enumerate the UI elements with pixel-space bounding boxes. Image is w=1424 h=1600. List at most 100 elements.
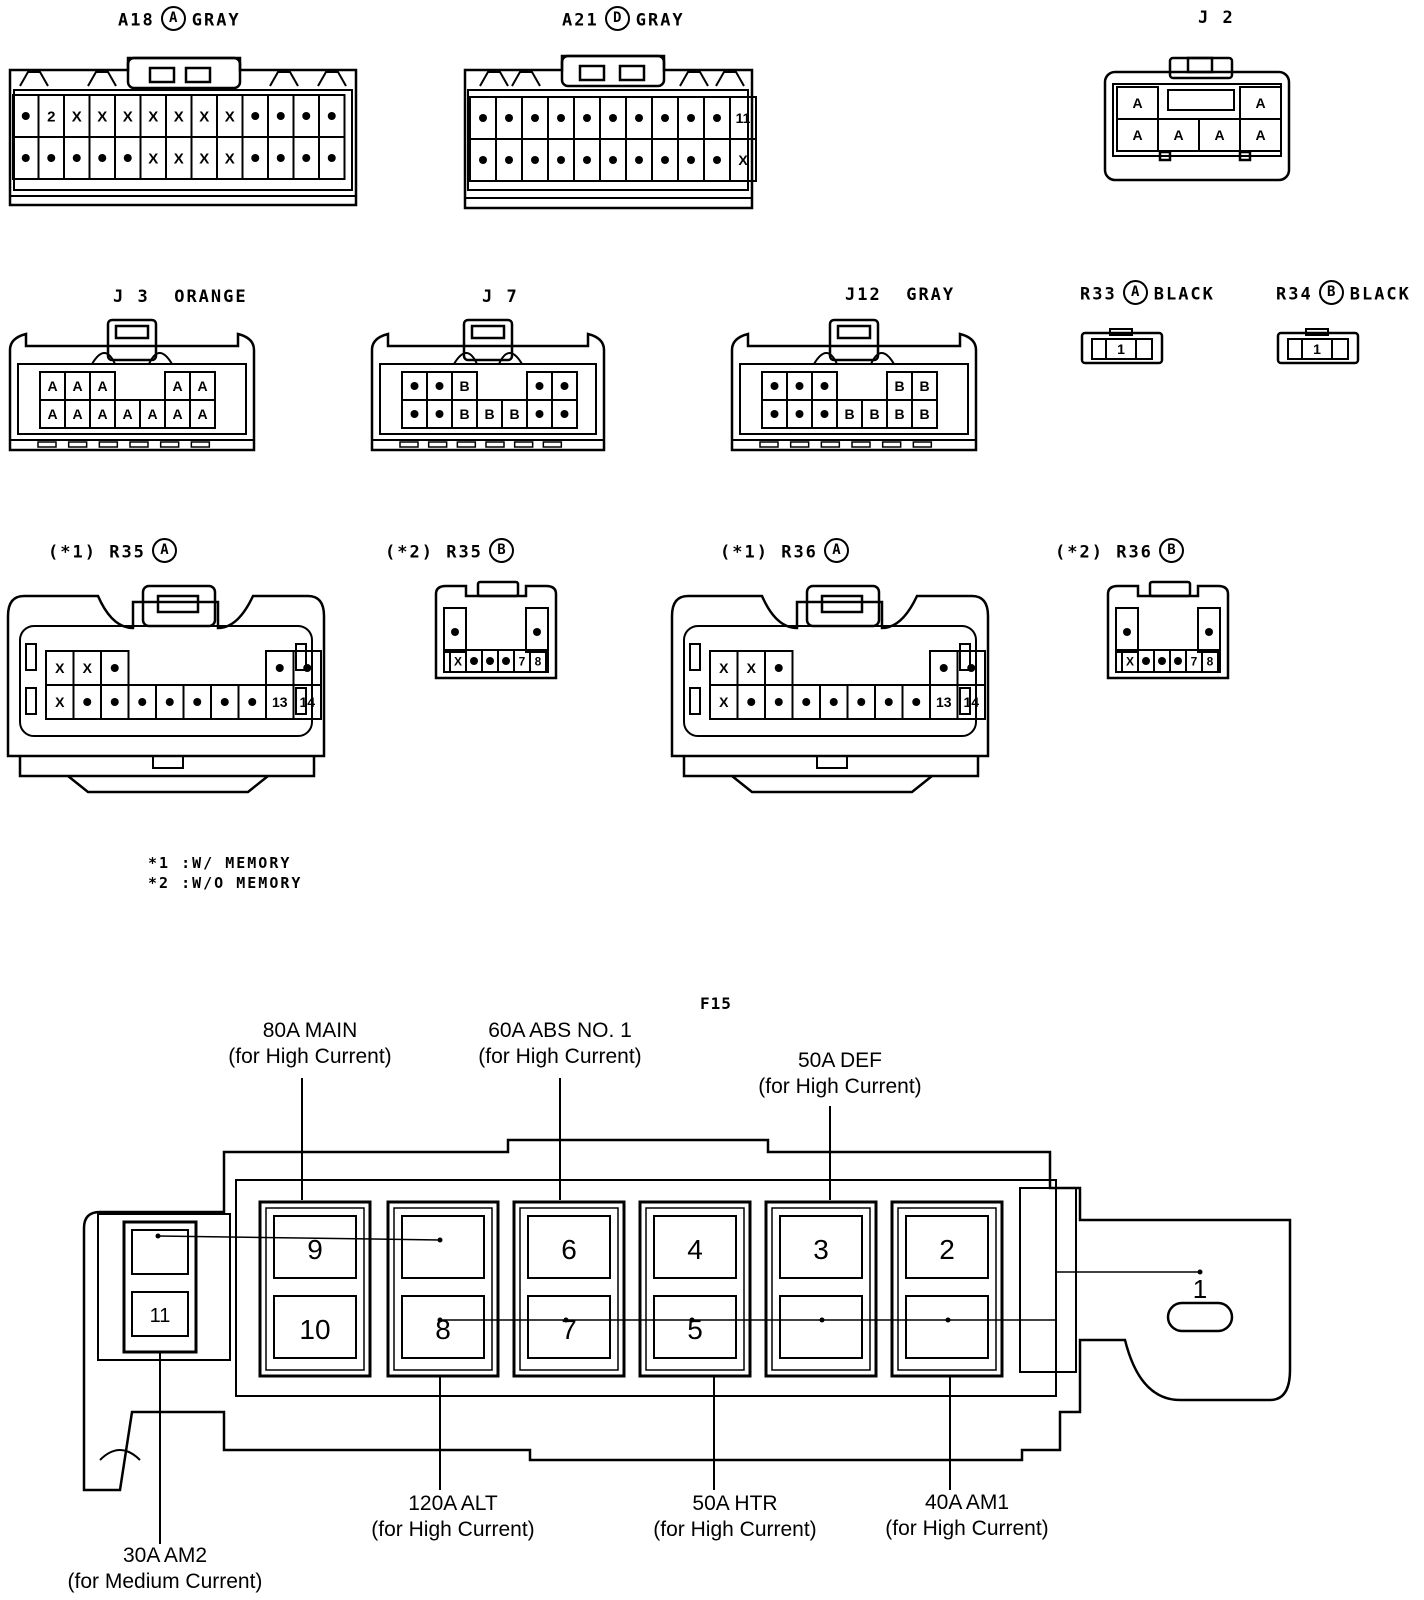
pin-label: X [225,108,235,125]
pin-label: A [1255,127,1265,143]
pin-dot [939,664,948,672]
fuse-slot-11: 11 [122,1220,198,1354]
pin-label: X [199,108,209,125]
pin-label: X [454,654,462,668]
pin-cell [729,138,757,182]
pin-label: 7 [1191,654,1198,668]
fuse-slot: 45 [638,1200,752,1378]
pin-label: A [72,406,82,422]
label-j2: J 2 [1198,8,1235,28]
pin-label: A [1255,95,1265,111]
fuse-number: 3 [813,1234,829,1265]
pin-dot [687,156,695,164]
pin-dot [302,154,311,162]
pin-label: A [97,378,107,394]
pin-dot [138,698,147,706]
pin-cell [189,399,216,429]
pin-label: B [919,406,929,422]
pin-label: A [72,378,82,394]
pin-cell [529,649,547,673]
pin-dot [276,112,285,120]
fuse-label-main: 80A MAIN(for High Current) [228,1019,392,1068]
fuse-number: 4 [687,1234,703,1265]
pin-label: 11 [736,110,751,126]
pin-dot [502,657,510,665]
pin-label: 7 [519,654,526,668]
pin-dot [1142,657,1150,665]
fuse-slot: 8 [386,1200,500,1378]
note-with-memory: *1 :W/ MEMORY [148,854,292,872]
pin-label: A [47,378,57,394]
pin-dot [687,114,695,122]
label-j3: J 3 ORANGE [113,287,248,307]
pin-dot [661,114,669,122]
pin-dot [829,698,838,706]
pin-dot [795,382,804,390]
pin-label: X [123,108,133,125]
pin-dot [661,156,669,164]
pin-dot [535,382,544,390]
pin-label: B [919,378,929,394]
pin-dot [410,410,419,418]
connector-r33: 1 [1080,328,1164,365]
fuse-slot: 910 [258,1200,372,1378]
pin-label: A [197,378,207,394]
pin-dot [857,698,866,706]
pin-label: X [738,152,748,168]
pin-dot [635,114,643,122]
pin-cell [1301,338,1333,360]
pin-label: X [199,150,209,167]
pin-label: B [894,406,904,422]
pin-label: B [509,406,519,422]
fuse-number: 7 [561,1314,577,1345]
pin-dot [47,154,56,162]
pin-dot [123,154,132,162]
pin-label: B [484,406,494,422]
pin-dot [251,154,260,162]
terminal-number: 1 [1193,1274,1207,1304]
pin-label: A [1132,127,1142,143]
pin-label: X [148,150,158,167]
pin-label: A [147,406,157,422]
fuse-number: 9 [307,1234,323,1265]
pin-dot [110,664,119,672]
connector-a21: 11X [463,54,757,210]
pin-label: 14 [963,694,979,710]
pin-cell [1239,118,1282,152]
pin-dot [747,698,756,706]
pin-label: A [47,406,57,422]
pin-label: X [747,660,757,676]
pin-dot [165,698,174,706]
pin-dot [820,410,829,418]
pin-dot [98,154,107,162]
pin-dot [560,410,569,418]
pin-label: A [172,378,182,394]
pin-label: A [1214,127,1224,143]
pin-label: A [97,406,107,422]
pin-dot [1174,657,1182,665]
pin-dot [479,114,487,122]
label-j12: J12 GRAY [845,285,956,305]
pin-label: X [55,694,65,710]
pin-label: X [719,660,729,676]
pin-label: A [197,406,207,422]
pin-dot [635,156,643,164]
label-j7: J 7 [482,287,519,307]
pin-dot [327,112,336,120]
pin-dot [486,657,494,665]
pin-cell [1201,649,1219,673]
pin-label: 2 [47,108,55,125]
pin-dot [110,698,119,706]
pin-dot [193,698,202,706]
fuse-label-def: 50A DEF(for High Current) [758,1049,922,1098]
pin-dot [774,664,783,672]
